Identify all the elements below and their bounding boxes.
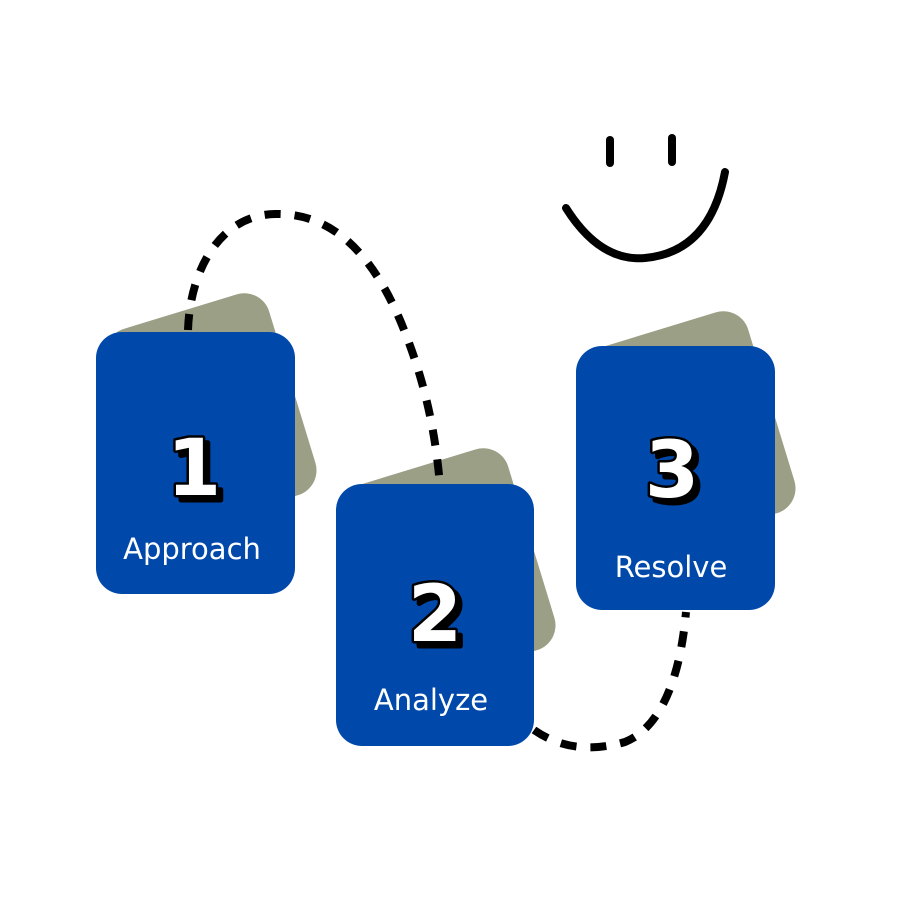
step-label: Approach <box>123 532 261 566</box>
dashed-connector-1-2 <box>184 209 444 486</box>
step-card-1: 1 Approach <box>96 332 295 594</box>
step-number: 2 <box>408 570 462 660</box>
step-label: Resolve <box>615 550 728 584</box>
step-number: 1 <box>167 424 221 514</box>
step-card-3: 3 Resolve <box>576 346 775 610</box>
smiley-face-icon <box>562 134 729 263</box>
step-number: 3 <box>645 426 699 516</box>
step-label: Analyze <box>374 683 488 717</box>
dashed-connector-2-3 <box>531 611 690 752</box>
step-card-2: 2 Analyze <box>336 484 534 746</box>
